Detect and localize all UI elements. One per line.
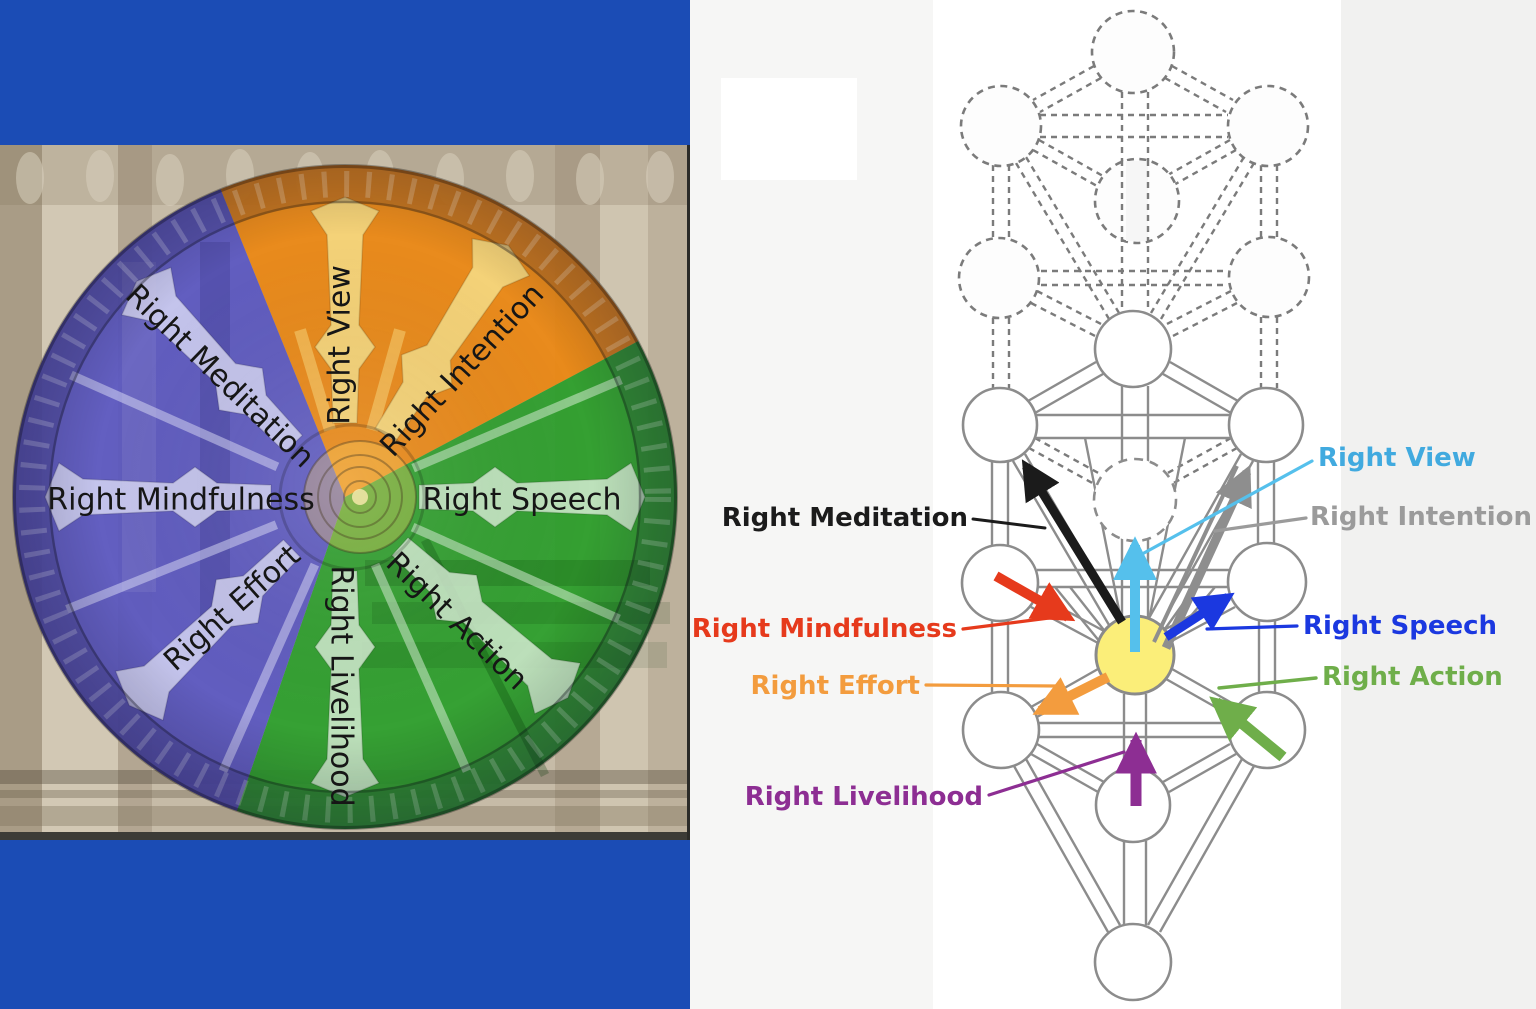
daat-middle-circle (1092, 457, 1178, 543)
label-effort: Right Effort (751, 671, 920, 701)
pointer-speech (1205, 624, 1299, 631)
arrow-mindfulness (993, 571, 1076, 622)
right-panel-edge-strip (1341, 0, 1536, 1009)
pointer-intention (1213, 516, 1308, 533)
panel-divider (687, 145, 692, 840)
sephirah-circle-dashed (1226, 84, 1310, 168)
dharma-wheel: Right View Right Intention Right Meditat… (12, 164, 678, 830)
label-mindfulness: Right Mindfulness (692, 614, 957, 644)
pointer-effort (924, 683, 1058, 688)
sephirah-circle (961, 690, 1041, 770)
sephirah-circle-dashed (1090, 9, 1176, 95)
path-arrows (993, 459, 1287, 806)
frame-band-bottom (0, 840, 690, 1009)
sephirah-circle (1226, 541, 1308, 623)
sephirah-circle (1227, 690, 1307, 770)
arrow-action (1209, 696, 1287, 762)
sephirah-circle (1093, 309, 1173, 389)
pointer-meditation (971, 517, 1047, 530)
sephirah-circle-dashed (1227, 235, 1311, 319)
dashed-tree-nodes (957, 9, 1311, 320)
pointer-mindfulness (961, 616, 1051, 631)
frame-band-top (0, 0, 690, 145)
label-meditation: Right Meditation (722, 503, 968, 533)
wheel-label-mindfulness: Right Mindfulness (47, 483, 314, 518)
pointer-view (1142, 459, 1314, 555)
label-view: Right View (1318, 443, 1476, 473)
arrow-intention (1161, 464, 1252, 650)
label-pointer-lines (924, 459, 1318, 797)
arrow-effort (1032, 672, 1111, 716)
label-action: Right Action (1322, 662, 1503, 692)
daat-gap (1126, 161, 1148, 241)
arrow-meditation (1021, 459, 1126, 625)
label-intention: Right Intention (1310, 502, 1532, 532)
white-patch (721, 78, 857, 180)
tree-of-life-panel: Right Meditation Right Mindfulness Right… (690, 0, 1536, 1009)
sephirah-circle-dashed (957, 236, 1041, 320)
tree-labels: Right Meditation Right Mindfulness Right… (692, 443, 1532, 812)
pointer-action (1217, 676, 1318, 690)
wheel-label-speech: Right Speech (422, 483, 621, 518)
wheel-label-livelihood: Right Livelihood (324, 565, 359, 806)
sephirah-circle (961, 386, 1039, 464)
sephirah-circle (1093, 922, 1173, 1002)
arrow-speech (1163, 592, 1235, 641)
sephirah-circle-dashed (959, 84, 1043, 168)
wheel-shading (13, 165, 677, 829)
pointer-livelihood (987, 750, 1126, 797)
sephirah-circle (1227, 386, 1305, 464)
dharma-wheel-panel: Right View Right Intention Right Meditat… (0, 0, 692, 1009)
label-speech: Right Speech (1303, 611, 1497, 641)
dashed-tree-paths (991, 64, 1279, 487)
wheel-label-view: Right View (323, 265, 358, 425)
label-livelihood: Right Livelihood (745, 782, 983, 812)
